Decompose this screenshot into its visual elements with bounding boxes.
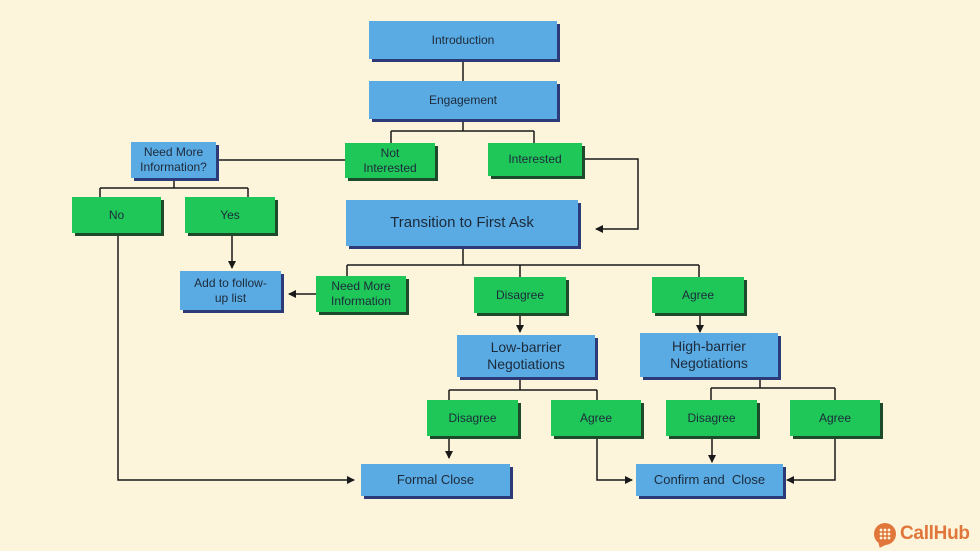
low-barrier-negotiations-box: Low-barrier Negotiations	[457, 335, 595, 377]
callhub-logo: CallHub	[874, 522, 970, 546]
high-agree-box: Agree	[790, 400, 880, 436]
formal-close-box: Formal Close	[361, 464, 510, 496]
agree-box: Agree	[652, 277, 744, 313]
not-interested-box: Not Interested	[345, 143, 435, 178]
high-disagree-box: Disagree	[666, 400, 757, 436]
disagree-box: Disagree	[474, 277, 566, 313]
low-agree-box: Agree	[551, 400, 641, 436]
callhub-logo-icon	[874, 523, 896, 545]
introduction-box: Introduction	[369, 21, 557, 59]
connector-no-formal-close	[117, 233, 355, 484]
confirm-and-close-box: Confirm and Close	[636, 464, 783, 496]
high-barrier-negotiations-box: High-barrier Negotiations	[640, 333, 778, 377]
connector-interested-transition	[582, 158, 639, 233]
connector-low-agree-confirm	[596, 436, 633, 484]
connector-high-agree-confirm	[786, 436, 836, 484]
transition-to-first-ask-box: Transition to First Ask	[346, 200, 578, 246]
callhub-logo-text: CallHub	[900, 523, 970, 544]
yes-box: Yes	[185, 197, 275, 233]
interested-box: Interested	[488, 143, 582, 176]
add-to-follow-up-list-box: Add to follow-up list	[180, 271, 281, 310]
engagement-box: Engagement	[369, 81, 557, 119]
no-box: No	[72, 197, 161, 233]
low-disagree-box: Disagree	[427, 400, 518, 436]
need-more-information-question-box: Need More Information?	[131, 142, 216, 178]
need-more-information-box: Need More Information	[316, 276, 406, 312]
